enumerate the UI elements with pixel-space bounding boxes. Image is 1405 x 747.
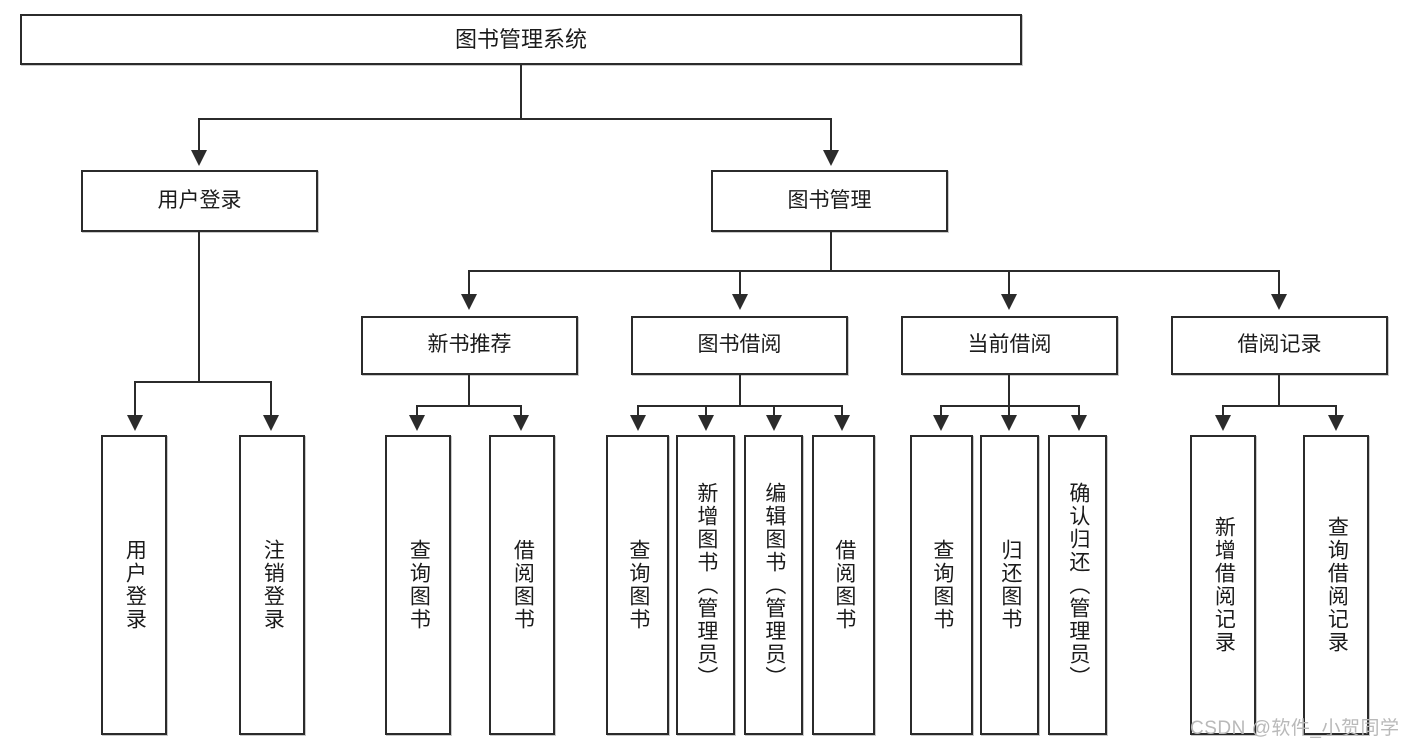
arrowhead-leaf-query-book-2 (630, 415, 646, 431)
leaf-query-borrow-record[interactable]: 查询借阅记录 (1303, 435, 1369, 735)
node-root-system[interactable]: 图书管理系统 (20, 14, 1022, 65)
leaf-edit-book[interactable]: 编辑图书（管理员） (744, 435, 803, 735)
node-current-borrow[interactable]: 当前借阅 (901, 316, 1118, 375)
arrowhead-new-book-recommend (461, 294, 477, 310)
leaf-return-book[interactable]: 归还图书 (980, 435, 1039, 735)
leaf-confirm-return[interactable]: 确认归还（管理员） (1048, 435, 1107, 735)
connector-new-book-drop-1 (416, 405, 418, 419)
leaf-user-login-label: 用户登录 (123, 539, 147, 631)
connector-bm-drop-book-borrow (739, 270, 741, 298)
leaf-add-book[interactable]: 新增图书（管理员） (676, 435, 735, 735)
node-book-borrow[interactable]: 图书借阅 (631, 316, 848, 375)
connector-user-login-stem (198, 232, 200, 381)
connector-current-borrow-bus (940, 405, 1080, 407)
leaf-query-book-2[interactable]: 查询图书 (606, 435, 669, 735)
leaf-query-borrow-record-label: 查询借阅记录 (1325, 516, 1349, 654)
connector-cb-drop-1 (940, 405, 942, 419)
arrowhead-leaf-query-book-1 (409, 415, 425, 431)
connector-bb-drop-1 (637, 405, 639, 419)
leaf-add-borrow-record-label: 新增借阅记录 (1212, 516, 1236, 654)
arrowhead-user-login (191, 150, 207, 166)
node-user-login-label: 用户登录 (157, 188, 242, 212)
connector-bb-drop-2 (705, 405, 707, 419)
node-borrow-record-label: 借阅记录 (1237, 333, 1322, 357)
connector-new-book-bus (416, 405, 522, 407)
connector-br-drop-1 (1222, 405, 1224, 419)
arrowhead-leaf-confirm-return (1071, 415, 1087, 431)
arrowhead-borrow-record (1271, 294, 1287, 310)
connector-root-bus (198, 118, 832, 120)
connector-user-login-drop-2 (270, 381, 272, 419)
connector-bm-drop-borrow-record (1278, 270, 1280, 298)
leaf-logout-login-label: 注销登录 (261, 539, 285, 631)
connector-br-drop-2 (1335, 405, 1337, 419)
arrowhead-leaf-add-borrow-record (1215, 415, 1231, 431)
connector-root-to-book-management (830, 118, 832, 154)
leaf-borrow-book-2[interactable]: 借阅图书 (812, 435, 875, 735)
arrowhead-leaf-borrow-book-1 (513, 415, 529, 431)
leaf-logout-login[interactable]: 注销登录 (239, 435, 305, 735)
arrowhead-leaf-return-book (1001, 415, 1017, 431)
arrowhead-leaf-edit-book (766, 415, 782, 431)
connector-book-management-bus (468, 270, 1280, 272)
arrowhead-book-borrow (732, 294, 748, 310)
leaf-confirm-return-label: 确认归还（管理员） (1066, 481, 1090, 689)
arrowhead-leaf-query-borrow-record (1328, 415, 1344, 431)
connector-book-borrow-bus (637, 405, 843, 407)
leaf-borrow-book-2-label: 借阅图书 (832, 539, 856, 631)
arrowhead-leaf-query-book-3 (933, 415, 949, 431)
leaf-borrow-book-1-label: 借阅图书 (511, 539, 535, 631)
node-root-label: 图书管理系统 (454, 26, 587, 52)
arrowhead-book-management (823, 150, 839, 166)
leaf-user-login[interactable]: 用户登录 (101, 435, 167, 735)
connector-new-book-drop-2 (520, 405, 522, 419)
connector-book-management-stem (830, 232, 832, 270)
arrowhead-leaf-add-book (698, 415, 714, 431)
connector-user-login-bus (134, 381, 272, 383)
connector-current-borrow-stem (1008, 375, 1010, 405)
node-borrow-record[interactable]: 借阅记录 (1171, 316, 1388, 375)
node-user-login[interactable]: 用户登录 (81, 170, 318, 232)
csdn-watermark: CSDN @软件_小贺同学 (1190, 718, 1400, 739)
leaf-query-book-3-label: 查询图书 (930, 539, 954, 631)
leaf-return-book-label: 归还图书 (998, 539, 1022, 631)
leaf-borrow-book-1[interactable]: 借阅图书 (489, 435, 555, 735)
connector-bm-drop-new-book (468, 270, 470, 298)
leaf-add-borrow-record[interactable]: 新增借阅记录 (1190, 435, 1256, 735)
arrowhead-leaf-user-login (127, 415, 143, 431)
leaf-add-book-label: 新增图书（管理员） (694, 481, 718, 689)
arrowhead-current-borrow (1001, 294, 1017, 310)
connector-bb-drop-4 (841, 405, 843, 419)
connector-new-book-stem (468, 375, 470, 405)
connector-book-borrow-stem (739, 375, 741, 405)
leaf-query-book-1[interactable]: 查询图书 (385, 435, 451, 735)
arrowhead-leaf-borrow-book-2 (834, 415, 850, 431)
connector-root-stem (520, 65, 522, 118)
leaf-query-book-1-label: 查询图书 (407, 539, 431, 631)
connector-borrow-record-stem (1278, 375, 1280, 405)
node-current-borrow-label: 当前借阅 (967, 333, 1052, 357)
node-book-borrow-label: 图书借阅 (697, 333, 782, 357)
leaf-query-book-2-label: 查询图书 (626, 539, 650, 631)
node-book-management[interactable]: 图书管理 (711, 170, 948, 232)
connector-cb-drop-2 (1008, 405, 1010, 419)
connector-borrow-record-bus (1222, 405, 1337, 407)
node-new-book-recommend-label: 新书推荐 (427, 333, 512, 357)
connector-bm-drop-current-borrow (1008, 270, 1010, 298)
leaf-edit-book-label: 编辑图书（管理员） (762, 481, 786, 689)
connector-cb-drop-3 (1078, 405, 1080, 419)
connector-user-login-drop-1 (134, 381, 136, 419)
connector-root-to-user-login (198, 118, 200, 154)
node-book-management-label: 图书管理 (787, 188, 872, 212)
arrowhead-leaf-logout-login (263, 415, 279, 431)
node-new-book-recommend[interactable]: 新书推荐 (361, 316, 578, 375)
connector-bb-drop-3 (773, 405, 775, 419)
leaf-query-book-3[interactable]: 查询图书 (910, 435, 973, 735)
